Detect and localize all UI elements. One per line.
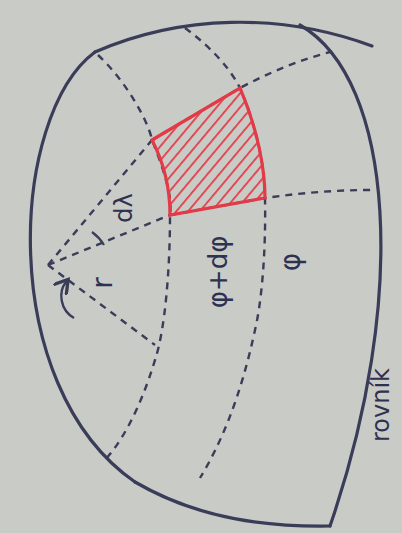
- equator-label: rovník: [369, 368, 393, 442]
- outline: [30, 22, 381, 526]
- equator-rim: [300, 25, 381, 526]
- sphere-outline: [135, 482, 330, 526]
- math-label: dλ: [112, 193, 136, 222]
- area-element: [152, 88, 265, 215]
- radius-line: [48, 140, 152, 265]
- angle-arrow: [61, 282, 74, 318]
- radius-line: [48, 265, 155, 345]
- sphere-outline: [95, 22, 372, 52]
- math-label: φ+dφ: [205, 236, 231, 309]
- math-label: φ: [277, 253, 305, 271]
- parallel-line: [98, 55, 170, 462]
- math-label: r: [89, 277, 117, 289]
- grid-lines: [48, 28, 372, 478]
- radius-line: [48, 215, 170, 265]
- sphere-outline: [30, 52, 135, 482]
- angle-arc: [92, 232, 104, 245]
